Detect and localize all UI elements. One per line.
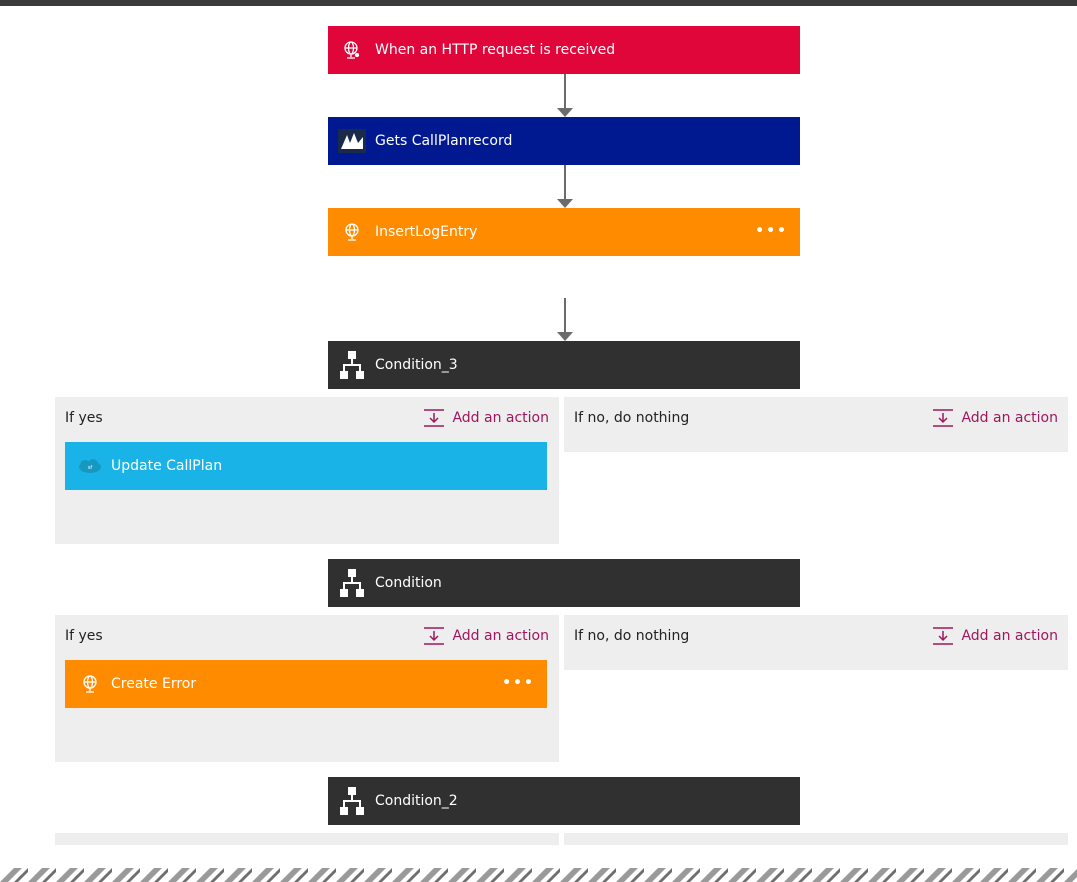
connector-arrowhead	[557, 332, 573, 341]
add-action-button[interactable]: Add an action	[423, 626, 549, 646]
if-no-branch: If no, do nothing Add an action	[564, 397, 1068, 452]
connector-arrow	[564, 74, 566, 110]
add-action-icon	[424, 409, 445, 427]
action-label: Create Error	[111, 676, 197, 692]
branch-header: If yes	[65, 410, 103, 426]
insert-log-entry-card[interactable]: InsertLogEntry •••	[328, 208, 800, 256]
more-options-icon[interactable]: •••	[755, 223, 788, 239]
connector-arrow	[564, 165, 566, 201]
step-label: InsertLogEntry	[375, 224, 478, 240]
add-action-button[interactable]: Add an action	[932, 408, 1058, 428]
add-action-label: Add an action	[452, 628, 549, 644]
globe-request-icon	[332, 26, 372, 74]
window-top-border	[0, 0, 1077, 6]
if-no-branch	[564, 833, 1068, 845]
condition-label: Condition	[375, 575, 442, 591]
salesforce-icon: sf	[73, 458, 107, 474]
condition-icon	[332, 559, 372, 607]
add-action-label: Add an action	[961, 410, 1058, 426]
condition-icon	[332, 341, 372, 389]
update-callplan-card[interactable]: sf Update CallPlan	[65, 442, 547, 490]
svg-text:sf: sf	[88, 465, 93, 471]
globe-icon	[73, 674, 107, 694]
more-options-icon[interactable]: •••	[502, 675, 535, 691]
branch-header: If yes	[65, 628, 103, 644]
if-no-branch: If no, do nothing Add an action	[564, 615, 1068, 670]
step-label: Gets CallPlanrecord	[375, 133, 513, 149]
create-error-card[interactable]: Create Error •••	[65, 660, 547, 708]
crm-step-card[interactable]: Gets CallPlanrecord	[328, 117, 800, 165]
condition-card[interactable]: Condition_3	[328, 341, 800, 389]
connector-arrow	[564, 298, 566, 334]
condition-card[interactable]: Condition	[328, 559, 800, 607]
condition-icon	[332, 777, 372, 825]
if-yes-branch: If yes Add an action sf Update CallPlan	[55, 397, 559, 544]
connector-arrowhead	[557, 199, 573, 208]
add-action-icon	[933, 627, 954, 645]
if-yes-branch	[55, 833, 559, 845]
branch-header: If no, do nothing	[574, 628, 690, 644]
globe-icon	[332, 208, 372, 256]
add-action-icon	[933, 409, 954, 427]
branch-header: If no, do nothing	[574, 410, 690, 426]
connector-arrowhead	[557, 108, 573, 117]
add-action-button[interactable]: Add an action	[932, 626, 1058, 646]
if-yes-branch: If yes Add an action Create Error •••	[55, 615, 559, 762]
action-label: Update CallPlan	[111, 458, 223, 474]
dynamics-crm-icon	[332, 117, 372, 165]
add-action-label: Add an action	[452, 410, 549, 426]
condition-label: Condition_3	[375, 357, 458, 373]
condition-card[interactable]: Condition_2	[328, 777, 800, 825]
torn-edge	[0, 862, 1077, 882]
condition-label: Condition_2	[375, 793, 458, 809]
add-action-icon	[424, 627, 445, 645]
http-trigger-card[interactable]: When an HTTP request is received	[328, 26, 800, 74]
add-action-button[interactable]: Add an action	[423, 408, 549, 428]
add-action-label: Add an action	[961, 628, 1058, 644]
step-label: When an HTTP request is received	[375, 42, 616, 58]
